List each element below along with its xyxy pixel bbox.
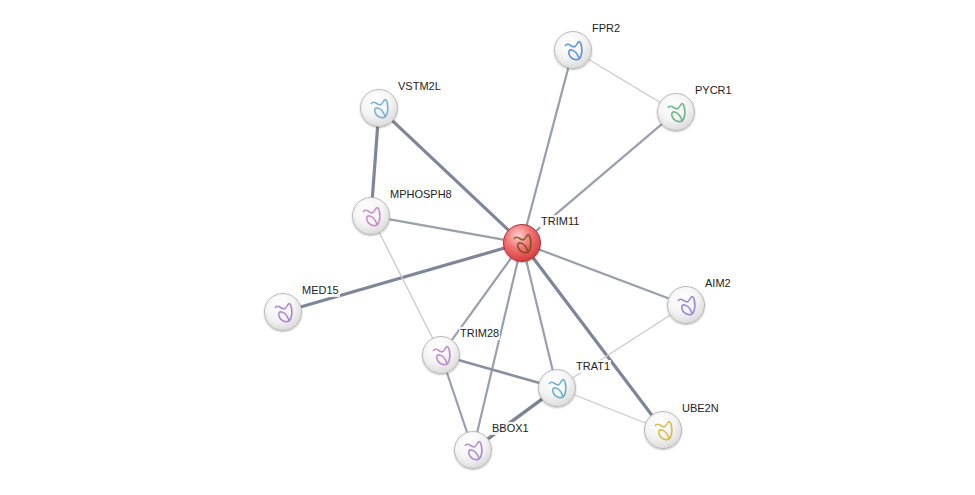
node-label: TRIM28 <box>459 327 500 340</box>
node-label: PYCR1 <box>694 84 733 97</box>
structure-icon <box>664 100 690 126</box>
node-label: AIM2 <box>704 277 732 290</box>
node-label: MED15 <box>301 284 340 297</box>
protein-node: MPHOSPH8 <box>352 197 390 235</box>
protein-node: FPR2 <box>554 31 592 69</box>
interaction-edge <box>372 127 377 197</box>
protein-node: BBOX1 <box>454 431 492 469</box>
interaction-edge <box>589 60 659 102</box>
protein-node: TRIM11 <box>503 224 541 262</box>
node-label: UBE2N <box>681 402 720 415</box>
interaction-edge <box>527 68 568 224</box>
interaction-edge <box>533 258 651 415</box>
interaction-edge <box>447 373 467 432</box>
structure-icon <box>271 300 297 326</box>
structure-icon <box>651 418 677 444</box>
protein-node: VSTM2L <box>360 89 398 127</box>
interaction-edge <box>380 233 433 338</box>
interaction-edge <box>477 261 517 431</box>
protein-node: PYCR1 <box>657 93 695 131</box>
node-label: FPR2 <box>591 22 621 35</box>
structure-icon <box>545 376 571 402</box>
interaction-edge <box>488 399 541 438</box>
structure-icon <box>674 293 700 319</box>
structure-icon <box>561 38 587 64</box>
structure-icon <box>367 96 393 122</box>
protein-node: TRAT1 <box>538 369 576 407</box>
interaction-edge <box>536 124 661 230</box>
interaction-edge <box>526 261 552 369</box>
node-label: BBOX1 <box>491 422 530 435</box>
structure-icon <box>510 231 536 257</box>
protein-node: AIM2 <box>667 286 705 324</box>
interaction-edge <box>452 258 511 339</box>
node-label: MPHOSPH8 <box>389 188 453 201</box>
protein-node: UBE2N <box>644 411 682 449</box>
protein-node: TRIM28 <box>422 336 460 374</box>
interaction-edge <box>573 315 670 377</box>
node-label: TRIM11 <box>540 215 580 228</box>
structure-icon <box>359 204 385 230</box>
node-label: VSTM2L <box>397 80 442 93</box>
interaction-edge <box>393 121 508 230</box>
structure-icon <box>429 343 455 369</box>
interaction-edge <box>459 360 538 383</box>
interaction-edge <box>390 219 504 239</box>
node-label: TRAT1 <box>575 360 611 373</box>
structure-icon <box>461 438 487 464</box>
interaction-edge <box>575 395 646 423</box>
protein-node: MED15 <box>264 293 302 331</box>
